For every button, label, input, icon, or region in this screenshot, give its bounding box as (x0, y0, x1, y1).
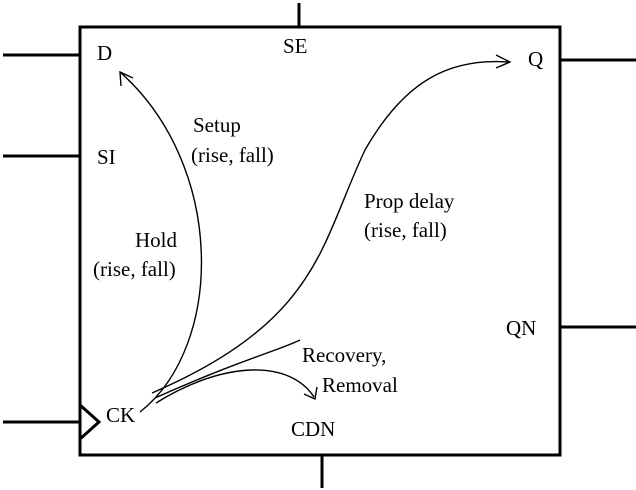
pin-label-qn: QN (506, 316, 536, 340)
prop-delay-arrowhead-icon (495, 54, 512, 69)
cell-outline (78, 25, 562, 457)
pin-label-si: SI (97, 145, 116, 169)
pin-label-d: D (97, 41, 112, 65)
recovery-label: Recovery, (302, 343, 386, 367)
pin-label-ck: CK (106, 403, 135, 427)
setup-arrowhead-icon (119, 70, 134, 87)
pin-label-se: SE (283, 34, 308, 58)
hold-sub-label: (rise, fall) (93, 257, 176, 281)
pin-label-q: Q (528, 47, 543, 71)
setup-sub-label: (rise, fall) (191, 143, 274, 167)
setup-label: Setup (193, 113, 241, 137)
hold-label: Hold (135, 228, 178, 252)
prop-delay-sub-label: (rise, fall) (364, 218, 447, 242)
prop-delay-arc (151, 60, 509, 394)
prop-delay-label: Prop delay (364, 189, 455, 213)
recovery-arrowhead-icon (303, 386, 318, 401)
pin-label-cdn: CDN (291, 417, 335, 441)
recovery-removal-arc (155, 369, 315, 404)
removal-label: Removal (322, 373, 398, 397)
setup-arc (119, 71, 203, 413)
prop-delay-arc-secondary (154, 339, 301, 399)
clock-triangle-icon (78, 403, 102, 441)
